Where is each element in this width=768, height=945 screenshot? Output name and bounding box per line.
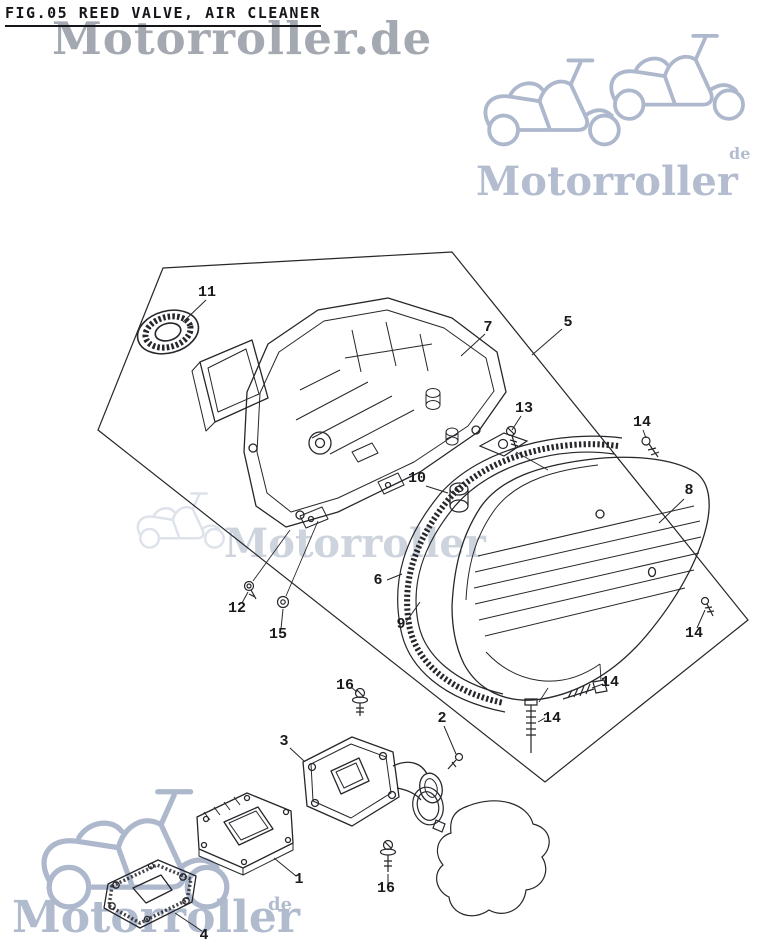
hose-clamp (412, 752, 464, 833)
screw (641, 436, 660, 458)
part-label: 16 (336, 677, 354, 694)
part-label: 3 (279, 733, 288, 750)
part-label: 14 (685, 625, 703, 642)
part-label: 5 (563, 314, 572, 331)
assembly-lines (252, 451, 602, 703)
bolt (351, 687, 369, 716)
part-label: 12 (228, 600, 246, 617)
air-cleaner-case (191, 297, 507, 529)
part-labels: 11 7 5 13 14 10 8 6 9 12 15 14 14 14 16 … (198, 284, 703, 944)
part-label: 4 (199, 927, 208, 944)
part-label: 7 (483, 319, 492, 336)
leader-lines (174, 299, 706, 932)
washer (276, 595, 290, 609)
bolt (379, 839, 397, 872)
part-label: 2 (437, 710, 446, 727)
part-label: 1 (294, 871, 303, 888)
part-label: 13 (515, 400, 533, 417)
part-label: 6 (373, 572, 382, 589)
intake-manifold (302, 736, 443, 827)
screw (700, 596, 715, 617)
part-label: 14 (601, 674, 619, 691)
part-label: 16 (377, 880, 395, 897)
screw (524, 698, 538, 753)
cover-gasket (397, 435, 623, 713)
part-label: 15 (269, 626, 287, 643)
part-label: 8 (684, 482, 693, 499)
filter-element-outline (436, 800, 550, 917)
latch-bracket (478, 432, 529, 457)
figure-title: FIG.05 REED VALVE, AIR CLEANER (5, 4, 321, 27)
air-cleaner-cover (451, 456, 710, 701)
screw (505, 425, 519, 449)
part-label: 14 (633, 414, 651, 431)
flange-gasket (103, 859, 197, 929)
reed-valve (196, 792, 294, 876)
part-label: 10 (408, 470, 426, 487)
bolt (243, 580, 257, 600)
grommet (136, 309, 200, 355)
part-label: 9 (396, 616, 405, 633)
part-label: 14 (543, 710, 561, 727)
part-label: 11 (198, 284, 216, 301)
screw (562, 679, 608, 700)
boundary-box (97, 251, 749, 783)
